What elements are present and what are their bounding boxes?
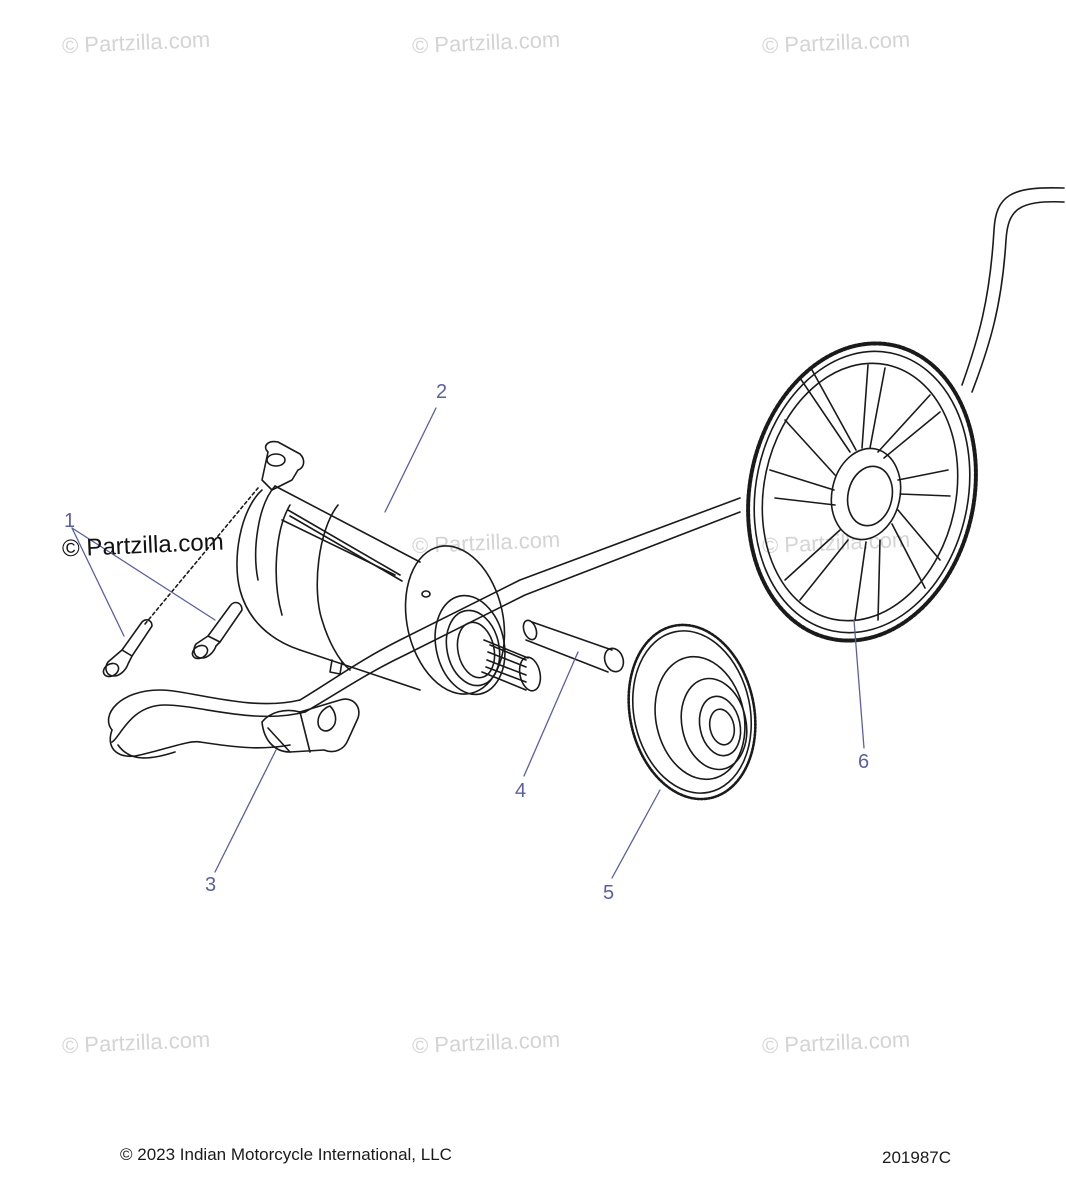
bolt-alignment-line xyxy=(144,487,259,625)
bolt-right xyxy=(191,601,243,660)
starter-ring-gear xyxy=(746,341,978,643)
idler-shaft xyxy=(522,619,625,673)
callout-leader-lines xyxy=(71,407,865,879)
wire-harness xyxy=(107,186,1065,759)
callout-4: 4 xyxy=(515,780,527,802)
starter-motor xyxy=(236,440,542,696)
cable-terminal-boot xyxy=(261,698,360,753)
starter-idler-gear xyxy=(627,623,757,801)
diagram-id: 201987C xyxy=(882,1148,952,1167)
callout-3: 3 xyxy=(205,874,217,896)
bolt-left xyxy=(102,619,153,678)
callout-6: 6 xyxy=(858,751,870,773)
callout-1: 1 xyxy=(64,510,76,532)
copyright-notice: © 2023 Indian Motorcycle International, … xyxy=(120,1145,452,1164)
callout-5: 5 xyxy=(603,882,615,904)
callout-2: 2 xyxy=(436,381,448,403)
